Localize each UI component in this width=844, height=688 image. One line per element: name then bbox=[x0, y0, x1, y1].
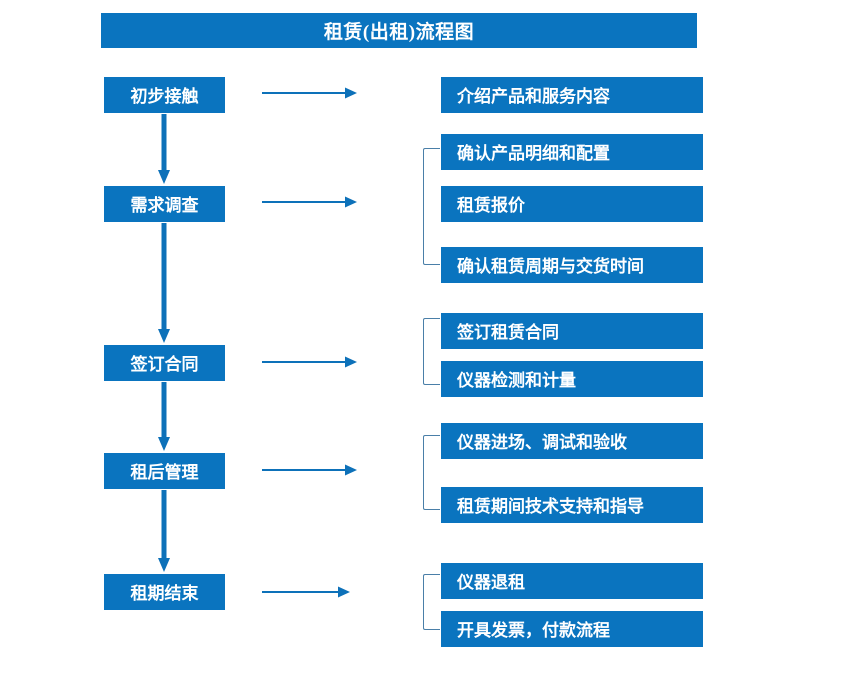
stage-node-签订合同[interactable]: 签订合同 bbox=[104, 345, 225, 381]
detail-node-8[interactable]: 租赁期间技术支持和指导 bbox=[441, 487, 703, 523]
stage-node-租期结束[interactable]: 租期结束 bbox=[104, 574, 225, 610]
bracket-stage-5-details bbox=[423, 574, 440, 630]
arrow-stage-3-to-details bbox=[262, 356, 357, 368]
detail-node-9[interactable]: 仪器退租 bbox=[441, 563, 703, 599]
arrow-stage-3-to-stage-4 bbox=[158, 382, 170, 451]
stage-node-初步接触[interactable]: 初步接触 bbox=[104, 77, 225, 113]
detail-node-1[interactable]: 介绍产品和服务内容 bbox=[441, 77, 703, 113]
stage-node-租后管理[interactable]: 租后管理 bbox=[104, 453, 225, 489]
bracket-stage-4-details bbox=[423, 435, 440, 510]
arrow-stage-1-to-stage-2 bbox=[158, 114, 170, 184]
detail-node-6[interactable]: 仪器检测和计量 bbox=[441, 361, 703, 397]
detail-node-2[interactable]: 确认产品明细和配置 bbox=[441, 134, 703, 170]
detail-node-7[interactable]: 仪器进场、调试和验收 bbox=[441, 423, 703, 459]
detail-node-3[interactable]: 租赁报价 bbox=[441, 186, 703, 222]
detail-node-10[interactable]: 开具发票，付款流程 bbox=[441, 611, 703, 647]
bracket-stage-3-details bbox=[423, 318, 440, 385]
arrow-stage-4-to-details bbox=[262, 464, 357, 476]
arrow-stage-1-to-details bbox=[262, 87, 357, 99]
bracket-stage-2-details bbox=[423, 148, 440, 265]
arrow-stage-4-to-stage-5 bbox=[158, 490, 170, 572]
arrow-stage-2-to-stage-3 bbox=[158, 223, 170, 343]
stage-node-需求调查[interactable]: 需求调查 bbox=[104, 186, 225, 222]
arrow-stage-5-to-details bbox=[262, 586, 350, 598]
detail-node-4[interactable]: 确认租赁周期与交货时间 bbox=[441, 247, 703, 283]
detail-node-5[interactable]: 签订租赁合同 bbox=[441, 313, 703, 349]
arrow-stage-2-to-details bbox=[262, 196, 357, 208]
page-title: 租赁(出租)流程图 bbox=[101, 13, 697, 48]
